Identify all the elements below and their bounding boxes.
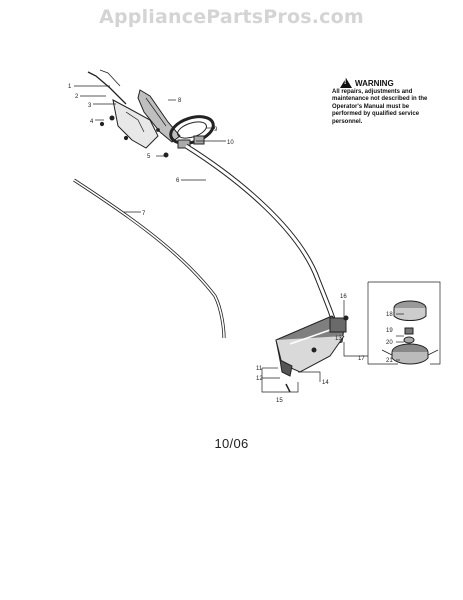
callout-21: 21 (386, 358, 393, 364)
callout-7: 7 (142, 211, 146, 217)
callout-2: 2 (75, 94, 79, 100)
grass-shield (275, 315, 349, 393)
callout-17: 17 (358, 356, 365, 362)
callout-12: 12 (256, 376, 263, 382)
callout-3: 3 (88, 103, 92, 109)
warning-triangle-icon (340, 78, 352, 88)
warning-text: All repairs, adjustments and maintenance… (332, 89, 428, 125)
warning-heading: WARNING (340, 78, 436, 88)
callout-18: 18 (386, 312, 393, 318)
callout-14: 14 (322, 380, 329, 386)
callout-1: 1 (68, 84, 72, 90)
watermark: AppliancePartsPros.com (99, 6, 364, 28)
throttle-handle-assembly (87, 69, 181, 149)
callout-19: 19 (386, 328, 393, 334)
flex-cable (73, 178, 226, 339)
callout-15: 15 (276, 398, 283, 404)
trimmer-head (381, 300, 439, 365)
callout-labels: 1 2 3 4 5 6 7 8 9 10 11 12 13 14 15 16 1… (68, 84, 393, 404)
callout-8: 8 (178, 98, 182, 104)
callout-20: 20 (386, 340, 393, 346)
date-code: 10/06 (214, 436, 249, 451)
callout-4: 4 (90, 119, 94, 125)
callout-16: 16 (340, 294, 347, 300)
warning-title-text: WARNING (355, 78, 394, 88)
drive-shaft (184, 143, 339, 331)
callout-11: 11 (256, 366, 263, 372)
callout-5: 5 (147, 154, 151, 160)
warning-box: WARNING All repairs, adjustments and mai… (332, 78, 436, 126)
callout-10: 10 (227, 140, 234, 146)
callout-6: 6 (176, 178, 180, 184)
callout-13: 13 (335, 336, 342, 342)
callout-9: 9 (214, 127, 218, 133)
callout-lines (74, 85, 441, 393)
